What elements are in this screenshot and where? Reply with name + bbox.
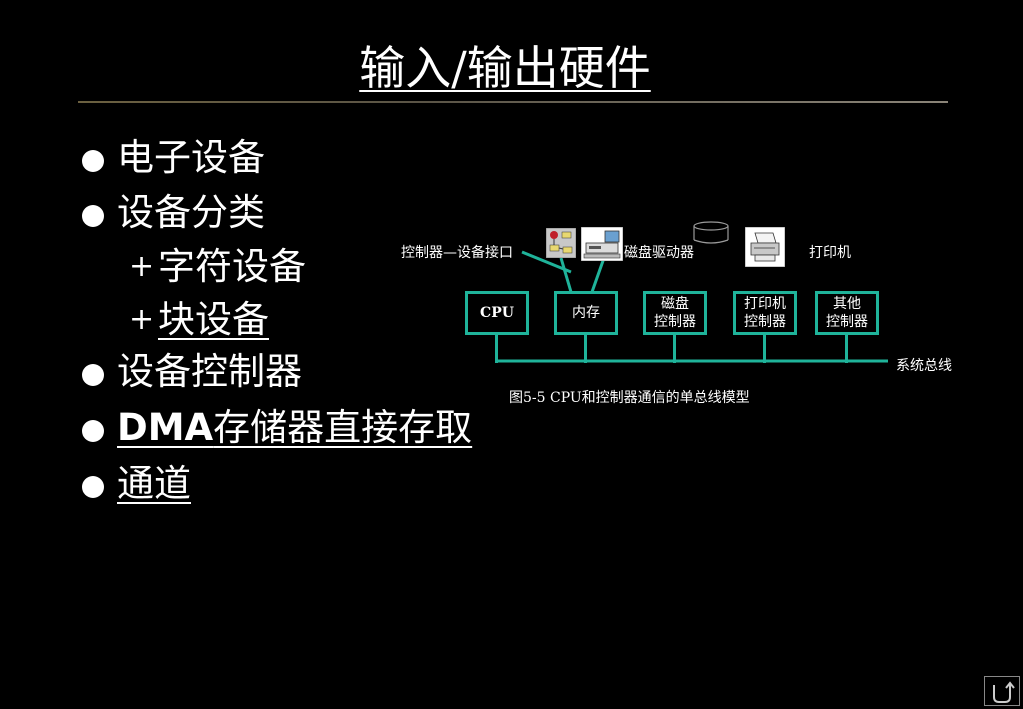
list-item-text: 字符设备 xyxy=(158,245,306,288)
plus-marker: + xyxy=(129,249,155,284)
box-label: 磁盘 xyxy=(661,296,689,312)
box-label: 内存 xyxy=(572,305,600,321)
box-label: 控制器 xyxy=(744,314,786,330)
bullet-dot xyxy=(82,150,104,172)
bullet-dot xyxy=(82,205,104,227)
return-icon xyxy=(993,681,1015,703)
box-label: 控制器 xyxy=(654,314,696,330)
printer-label: 打印机 xyxy=(809,245,851,261)
printer-icon xyxy=(745,227,785,267)
interface-line xyxy=(559,257,573,293)
diagram-caption: 图5-5 CPU和控制器通信的单总线模型 xyxy=(509,390,750,406)
computer-icon xyxy=(581,227,623,261)
bullet-dot xyxy=(82,420,104,442)
title-divider xyxy=(78,101,948,103)
dma-text: 存储器直接存取 xyxy=(213,406,473,449)
list-item-text: 设备分类 xyxy=(117,191,265,234)
printer-controller-box: 打印机 控制器 xyxy=(733,291,797,335)
network-icon xyxy=(546,228,576,258)
bullet-dot xyxy=(82,476,104,498)
list-item-link[interactable]: 块设备 xyxy=(158,298,269,341)
box-label: 其他 xyxy=(833,296,861,312)
bus-connector xyxy=(495,335,498,363)
box-label: CPU xyxy=(480,305,514,321)
interface-line xyxy=(590,257,606,293)
system-bus-label: 系统总线 xyxy=(896,358,952,374)
page-title: 输入/输出硬件 xyxy=(359,41,651,95)
bus-connector xyxy=(845,335,848,363)
box-label: 控制器 xyxy=(826,314,868,330)
list-item-link[interactable]: 通道 xyxy=(117,462,191,505)
dma-label: DMA xyxy=(117,406,214,449)
plus-marker: + xyxy=(129,302,155,337)
bus-connector xyxy=(763,335,766,363)
box-label: 打印机 xyxy=(744,296,786,312)
memory-box: 内存 xyxy=(554,291,618,335)
other-controller-box: 其他 控制器 xyxy=(815,291,879,335)
list-item-link[interactable]: DMA存储器直接存取 xyxy=(117,406,472,450)
bullet-dot xyxy=(82,364,104,386)
return-button[interactable] xyxy=(984,676,1020,706)
bus-connector xyxy=(673,335,676,363)
bus-connector xyxy=(584,335,587,363)
disk-drive-icon xyxy=(693,221,729,244)
list-item-text: 设备控制器 xyxy=(117,350,302,393)
interface-label: 控制器—设备接口 xyxy=(401,245,513,261)
disk-controller-box: 磁盘 控制器 xyxy=(643,291,707,335)
disk-drive-label: 磁盘驱动器 xyxy=(624,245,694,261)
list-item-text: 电子设备 xyxy=(117,136,265,179)
cpu-box: CPU xyxy=(465,291,529,335)
